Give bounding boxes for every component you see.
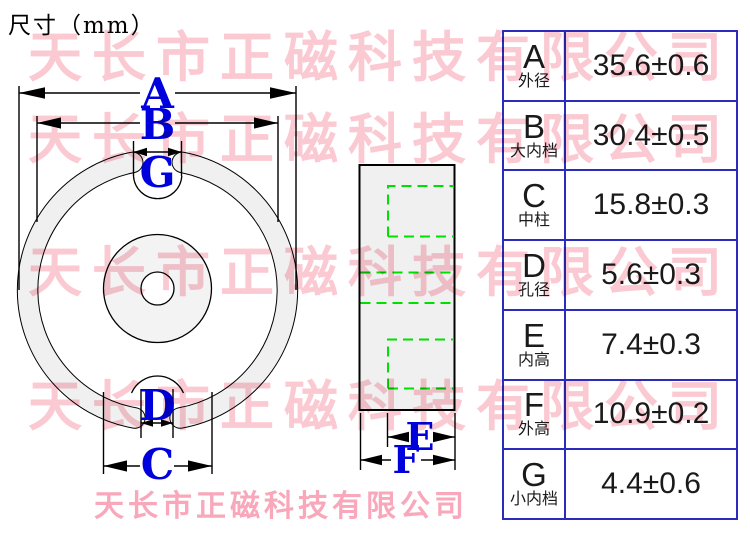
- spec-letter: A: [522, 37, 545, 75]
- spec-row-e: E 内高 7.4±0.3: [504, 308, 736, 379]
- spec-row-g: G 小内档 4.4±0.6: [504, 448, 736, 519]
- spec-value: 30.4±0.5: [592, 118, 710, 152]
- dimension-d: [140, 389, 174, 438]
- dim-label-a: A: [140, 69, 175, 118]
- top-notch-arc: [132, 175, 183, 200]
- spec-letter: E: [522, 316, 545, 354]
- spec-letter: B: [522, 107, 545, 145]
- dim-label-f: F: [393, 437, 420, 482]
- spec-value: 5.6±0.3: [601, 258, 701, 292]
- spec-row-f: F 外高 10.9±0.2: [504, 378, 736, 449]
- spec-name: 大内档: [509, 142, 558, 160]
- spec-table: A 外径 35.6±0.6 B 大内档 30.4±0.5 C 中柱 15.8±0…: [502, 30, 738, 520]
- spec-name: 孔径: [517, 282, 550, 300]
- spec-key-g: G 小内档: [504, 450, 566, 519]
- side-view-body: [358, 164, 456, 411]
- spec-row-b: B 大内档 30.4±0.5: [504, 99, 736, 170]
- spec-value: 15.8±0.3: [592, 188, 710, 222]
- spec-name: 中柱: [517, 212, 550, 230]
- dimension-b: [36, 116, 279, 222]
- spec-letter: F: [523, 386, 545, 424]
- front-view: [16, 151, 299, 429]
- spec-row-a: A 外径 35.6±0.6: [504, 32, 736, 100]
- dimension-g: [132, 141, 183, 176]
- bottom-notch-arc: [130, 375, 185, 394]
- spec-key-f: F 外高: [504, 380, 566, 449]
- spec-value: 10.9±0.2: [592, 397, 710, 431]
- spec-row-c: C 中柱 15.8±0.3: [504, 169, 736, 240]
- spec-key-e: E 内高: [504, 310, 566, 379]
- spec-value: 7.4±0.3: [601, 327, 701, 361]
- dimension-lines: [18, 86, 456, 474]
- dimension-f: [359, 413, 455, 470]
- dimension-c: [102, 392, 213, 474]
- spec-letter: D: [522, 247, 546, 285]
- dim-label-d: D: [139, 381, 175, 430]
- hidden-lines-green: [360, 185, 454, 390]
- dim-label-e: E: [406, 414, 435, 459]
- spec-value: 4.4±0.6: [601, 467, 701, 501]
- spec-name: 小内档: [509, 491, 558, 509]
- spec-name: 外高: [517, 421, 550, 439]
- spec-value: 35.6±0.6: [592, 48, 710, 82]
- dimension-a: [18, 86, 297, 290]
- spec-key-d: D 孔径: [504, 241, 566, 309]
- spec-key-b: B 大内档: [504, 101, 566, 170]
- spec-key-c: C 中柱: [504, 171, 566, 240]
- spec-letter: G: [521, 456, 547, 494]
- center-hole-circle: [140, 271, 175, 306]
- spec-row-d: D 孔径 5.6±0.3: [504, 239, 736, 309]
- core-rim-ring: [16, 151, 299, 429]
- page-title: 尺寸（mm）: [8, 13, 156, 39]
- dim-label-b: B: [140, 100, 176, 149]
- spec-key-a: A 外径: [504, 32, 566, 100]
- dim-label-c: C: [141, 440, 174, 489]
- spec-name: 内高: [517, 351, 550, 369]
- spec-letter: C: [522, 177, 546, 215]
- dim-label-g: G: [140, 148, 176, 197]
- side-view: [358, 164, 456, 411]
- spec-name: 外径: [517, 72, 550, 90]
